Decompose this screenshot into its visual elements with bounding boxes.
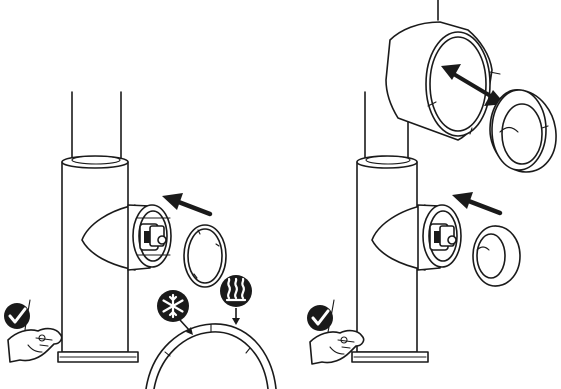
left-pipe: [71, 91, 122, 159]
right-detail-view: [385, 0, 557, 173]
left-ring-detail: [145, 323, 277, 389]
right-hand-pinch-icon: [309, 299, 365, 365]
right-insert-arrow-icon: [452, 192, 503, 216]
left-cartridge: [132, 204, 172, 268]
heat-waves-icon: [220, 275, 252, 325]
left-faucet-body: [57, 155, 139, 363]
right-cap-ring: [472, 225, 521, 287]
left-filter-ring: [183, 224, 227, 288]
left-insert-arrow-icon: [162, 193, 213, 217]
left-panel: [4, 91, 277, 389]
right-check-circle-icon: [307, 305, 333, 331]
left-hand-pinch-icon: [7, 299, 63, 363]
right-cartridge: [422, 204, 462, 268]
right-faucet-body: [351, 155, 429, 363]
right-panel: [307, 0, 557, 365]
left-check-circle-icon: [4, 303, 30, 329]
snowflake-icon: [157, 290, 193, 335]
